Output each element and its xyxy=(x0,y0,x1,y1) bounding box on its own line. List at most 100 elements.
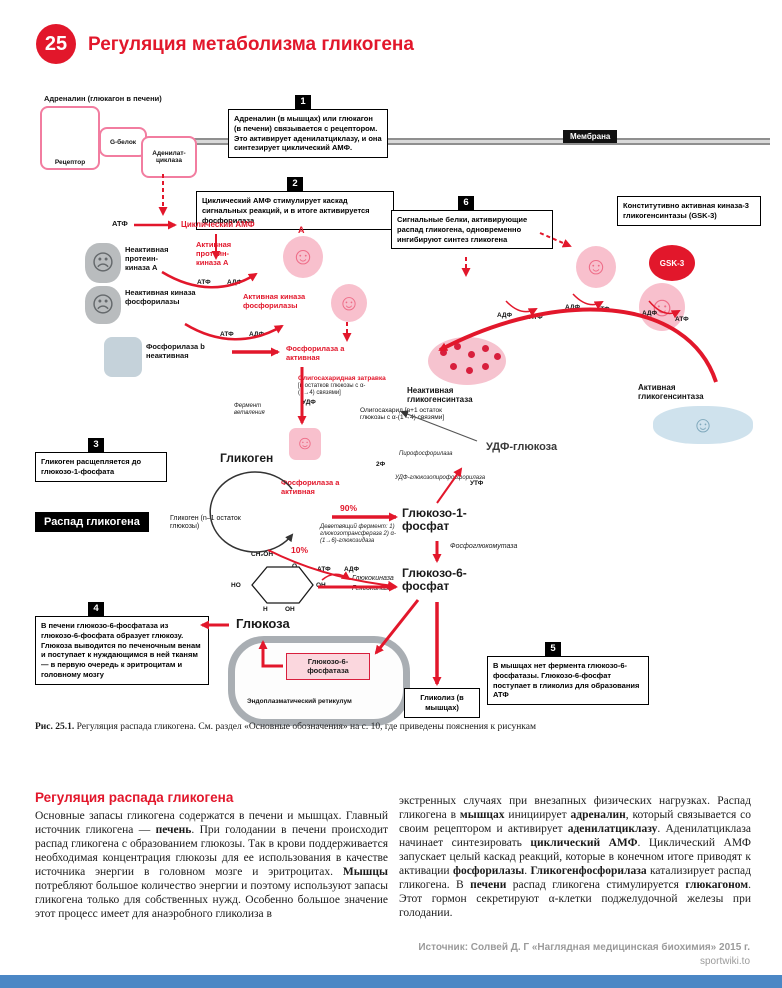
active-phk-label: Активная киназа фосфорилазы xyxy=(243,292,306,310)
article-right-column: экстренных случаях при внезапных физичес… xyxy=(399,795,751,920)
adp-label-3: АДФ xyxy=(249,331,265,338)
active-pka-label: Активная протеин-киназа А xyxy=(196,240,232,267)
gsk3-badge: GSK-3 xyxy=(649,245,695,281)
atp-label-1: АТФ xyxy=(112,219,128,228)
figure-caption: Рис. 25.1. Регуляция распада гликогена. … xyxy=(35,722,755,732)
pyrophosphorylase-label: Пирофосфорилаза xyxy=(399,451,453,457)
hexokinase-label: Гексокиназа xyxy=(352,585,392,592)
step-3-box: Гликоген расщепляется до глюкозо-1-фосфа… xyxy=(35,452,167,482)
inactive-phk-icon: ☹ xyxy=(85,286,121,324)
branching-enzyme-label: Фермент ветвления xyxy=(234,403,265,417)
step-4-number: 4 xyxy=(88,602,104,616)
phosphorylase-b-icon xyxy=(104,337,142,377)
gs-face-icon-1: ☺ xyxy=(576,246,616,288)
inactive-gs-label: Неактивная гликогенсинтаза xyxy=(407,386,473,405)
adp-label-6: АДФ xyxy=(642,310,658,317)
glycogen-label: Гликоген xyxy=(220,451,274,465)
glucokinase-label: Глюкокиназа xyxy=(352,575,394,582)
active-pka-face-icon: ☺ xyxy=(283,236,323,278)
page-title: Регуляция метаболизма гликогена xyxy=(88,34,414,55)
phosphorylase-a-label-2: Фосфорилаза а активная xyxy=(281,478,340,496)
atp-label-3: АТФ xyxy=(220,331,234,338)
oligo-primer-sub: [n остатков глюкозы с α-(1→4) связями] xyxy=(298,383,366,397)
arrow-atp-adp-1 xyxy=(505,300,538,317)
glycogen-n1-label: Гликоген (n–1 остаток глюкозы) xyxy=(170,515,241,531)
phosphorylase-a-label: Фосфорилаза а активная xyxy=(286,344,345,362)
active-gs-blob: ☺ xyxy=(653,406,753,444)
phosphorylase-b-label: Фосфорилаза b неактивная xyxy=(146,342,205,360)
adp-label-5: АДФ xyxy=(565,304,581,311)
step-1-box: Адреналин (в мышцах) или глюкагон (в печ… xyxy=(228,109,388,158)
glycolysis-box: Гликолиз (в мышцах) xyxy=(404,688,480,718)
step-1-number: 1 xyxy=(295,95,311,109)
adenylate-cyclase-shape: Аденилат-циклаза xyxy=(141,136,197,178)
atp-label-7: АТФ xyxy=(317,566,331,573)
g6p-label: Глюкозо-6-фосфат xyxy=(402,566,467,594)
step-2-box: Циклический АМФ стимулирует каскад сигна… xyxy=(196,191,394,231)
atp-label-4: АТФ xyxy=(529,314,543,321)
atp-label-2: АТФ xyxy=(197,279,211,286)
g6pase-box: Глюкозо-6-фосфатаза xyxy=(286,653,370,680)
ring-oh-label: OH xyxy=(316,582,326,589)
pct90-label: 90% xyxy=(340,503,358,513)
membrane-label: Мембрана xyxy=(563,130,618,143)
udp-glucose-label: УДФ-глюкоза xyxy=(486,441,558,453)
inactive-pka-icon: ☹ xyxy=(85,243,121,283)
cyclic-amp-label: Циклический АМФ xyxy=(181,220,255,229)
two-phosphate-label: 2Ф xyxy=(376,461,386,468)
site-credit: sportwiki.to xyxy=(699,956,750,967)
bottom-blue-bar xyxy=(0,975,782,988)
glycogen-icon: ☺ xyxy=(289,428,321,460)
endoplasmic-reticulum-shape xyxy=(228,636,410,726)
g-protein-shape: G-белок xyxy=(99,127,147,157)
inactive-pka-label: Неактивная протеин-киназа А xyxy=(125,245,169,272)
oligo-primer-label: Олигосахаридная затравка xyxy=(298,375,386,382)
step-6-box: Сигнальные белки, активирующие распад гл… xyxy=(391,210,553,250)
glycogen-cycle-loop xyxy=(209,471,294,553)
active-gs-label: Активная гликогенсинтаза xyxy=(638,383,704,402)
inactive-gs-blob xyxy=(428,337,506,385)
article-heading: Регуляция распада гликогена xyxy=(35,790,234,805)
ring-o-label: O xyxy=(292,563,298,570)
pct10-label: 10% xyxy=(291,545,309,555)
adrenaline-label: Адреналин (глюкагон в печени) xyxy=(44,94,162,103)
active-phk-face-icon: ☺ xyxy=(331,284,367,322)
ring-oh-label-2: OH xyxy=(285,606,295,613)
step-6-number: 6 xyxy=(458,196,474,210)
receptor-shape: Рецептор xyxy=(40,106,100,170)
step-5-box: В мышцах нет фермента глюкозо-6-фосфатаз… xyxy=(487,656,649,705)
gsk3-note-box: Конститутивно активная киназа-3 гликоген… xyxy=(617,196,761,226)
chapter-number-badge: 25 xyxy=(36,24,76,64)
step-4-box: В печени глюкозо-6-фосфатаза из глюкозо-… xyxy=(35,616,209,685)
inactive-phk-label: Неактивная киназа фосфорилазы xyxy=(125,288,196,306)
article-left-column: Основные запасы гликогена содержатся в п… xyxy=(35,810,388,921)
figure-caption-text: Регуляция распада гликогена. См. раздел … xyxy=(74,722,536,732)
step-3-number: 3 xyxy=(88,438,104,452)
atp-label-5: АТФ xyxy=(596,306,610,313)
oligosaccharide-label: Олигосахарид [n+1 остаток глюкозы с α-(1… xyxy=(360,407,445,422)
hormone-letter-a: А xyxy=(298,225,305,235)
er-label: Эндоплазматический ретикулум xyxy=(247,698,352,705)
g1p-label: Глюкозо-1-фосфат xyxy=(402,506,467,534)
figure-caption-number: Рис. 25.1. xyxy=(35,722,75,732)
adp-label-2: АДФ xyxy=(227,279,243,286)
debranching-label: Деветвящий фермент: 1) глюкозотрансфераз… xyxy=(320,524,396,545)
glucose-ring xyxy=(251,566,314,604)
udp-label-1: УДФ xyxy=(302,399,316,406)
atp-label-6: АТФ xyxy=(675,316,689,323)
breakdown-title: Распад гликогена xyxy=(35,512,149,532)
ring-ho-label: HO xyxy=(231,582,241,589)
arrow-hexokinase-atp xyxy=(321,571,351,581)
ring-ch2oh-label: CH₂OH xyxy=(251,551,274,558)
ring-h-label: H xyxy=(263,606,268,613)
glucose-label: Глюкоза xyxy=(236,616,290,631)
step-5-number: 5 xyxy=(545,642,561,656)
source-credit: Источник: Солвей Д. Г «Наглядная медицин… xyxy=(418,942,750,953)
phosphate-dots xyxy=(440,349,447,356)
adp-label-7: АДФ xyxy=(344,566,360,573)
step-2-number: 2 xyxy=(287,177,303,191)
utp-label: УТФ xyxy=(470,480,484,487)
membrane-bar xyxy=(92,138,770,145)
phosphoglucomutase-label: Фосфоглюкомутаза xyxy=(450,543,518,550)
